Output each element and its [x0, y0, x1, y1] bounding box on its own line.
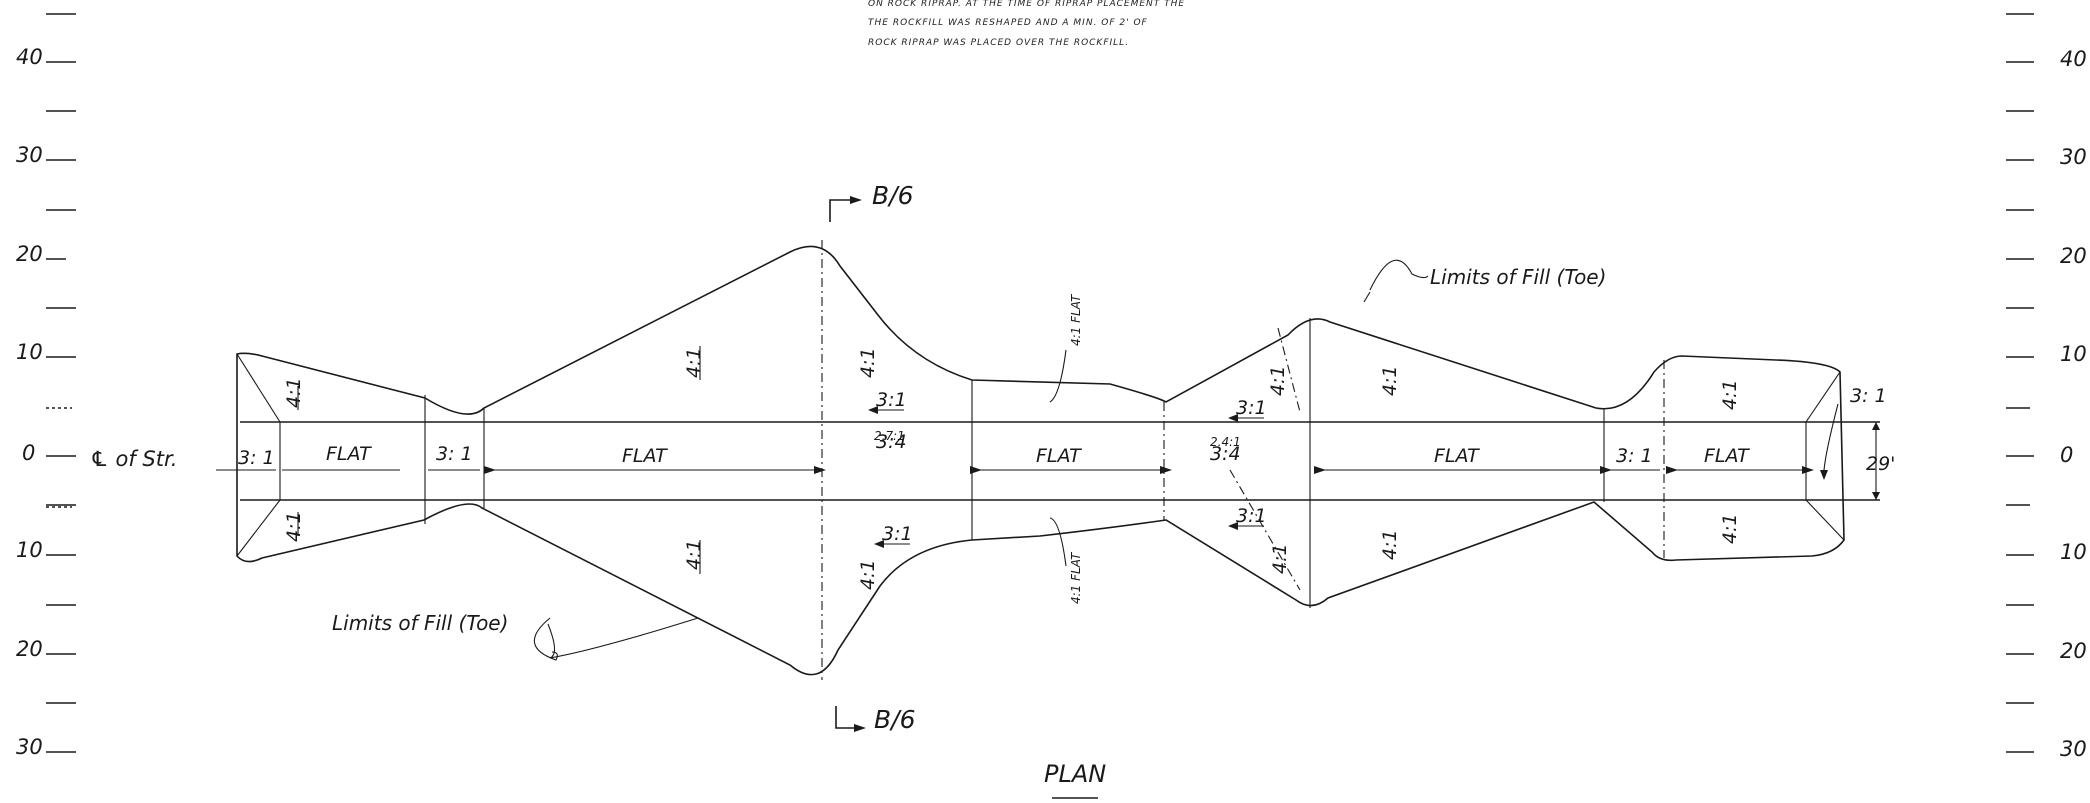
- left-scale-label-20: 20: [16, 242, 43, 266]
- slope-41-k: 4:1: [1719, 379, 1741, 410]
- note-line-3: ROCK RIPRAP WAS PLACED OVER THE ROCKFILL…: [868, 38, 1129, 48]
- right-scale-label-10: 10: [2060, 342, 2087, 366]
- section-label-bottom: B/6: [874, 705, 915, 734]
- note-line-2: THE ROCKFILL WAS RESHAPED AND A MIN. OF …: [868, 18, 1148, 28]
- slope-41-d: 4:1: [683, 539, 705, 570]
- note-line-1: ON ROCK RIPRAP. AT THE TIME OF RIPRAP PL…: [868, 0, 1185, 9]
- left-scale-label-30: 30: [16, 143, 43, 167]
- plan-title: PLAN: [1044, 760, 1106, 799]
- slope-label-34b: 3:4: [1210, 443, 1241, 465]
- slope-41-j: 4:1: [1269, 543, 1291, 574]
- flat-label-2: FLAT: [622, 445, 668, 467]
- left-scale-label-0: 0: [22, 441, 35, 465]
- slope-label-31-bottom-2: 3:1: [1236, 505, 1267, 527]
- section-label-top: B/6: [872, 181, 913, 210]
- slope-41-l: 4:1: [1719, 513, 1741, 544]
- left-scale-label-10: 10: [16, 340, 43, 364]
- slope-label-34: 3:4: [876, 431, 907, 453]
- left-scale: 40 30 20 10 0 10 20 30: [16, 13, 76, 759]
- left-scale-label-40: 40: [16, 45, 43, 69]
- slope-41-e: 4:1: [857, 347, 879, 378]
- section-mark-bottom: B/6: [835, 705, 915, 734]
- slope-41-i: 4:1: [1379, 529, 1401, 560]
- section-mark-top: B/6: [829, 181, 913, 222]
- right-scale-label-30: 30: [2060, 145, 2087, 169]
- centerline-label: ℄ of Str.: [90, 447, 177, 471]
- slope-41-c: 4:1: [683, 347, 705, 378]
- slope-41-h: 4:1: [1379, 365, 1401, 396]
- flat-label-3: FLAT: [1036, 445, 1082, 467]
- fill-limit-outline: [236, 245, 1845, 676]
- limits-label-top: Limits of Fill (Toe): [1430, 265, 1606, 289]
- right-scale-label-30b: 30: [2060, 737, 2087, 761]
- slope-41flat-bottom: 4:1 FLAT: [1069, 551, 1083, 604]
- right-scale: 40 30 20 10 0 10 20 30: [2006, 13, 2087, 761]
- right-scale-label-10b: 10: [2060, 540, 2087, 564]
- dimension-29: 29': [1820, 403, 1895, 500]
- slope-arrows: [297, 346, 1264, 574]
- slope-41-a: 4:1: [283, 377, 305, 408]
- slope-label-2711: 2.7:1: [874, 429, 905, 443]
- slope-41-b: 4:1: [283, 511, 305, 542]
- left-scale-label-30b: 30: [16, 735, 43, 759]
- right-scale-label-40: 40: [2060, 47, 2087, 71]
- slope-label-left-end: 3: 1: [238, 447, 275, 469]
- slope-label-right-end: 3: 1: [1850, 385, 1887, 407]
- limits-label-bottom: Limits of Fill (Toe): [332, 611, 508, 635]
- slope-label-31-top-2: 3:1: [1236, 397, 1267, 419]
- slope-41-f: 4:1: [857, 559, 879, 590]
- slope-label-2: 3: 1: [436, 443, 473, 465]
- limits-bottom: Limits of Fill (Toe): [332, 611, 699, 661]
- right-scale-label-20: 20: [2060, 244, 2087, 268]
- dimension-arrows: [216, 466, 1814, 474]
- flat-label-1: FLAT: [326, 443, 372, 465]
- left-scale-label-10b: 10: [16, 538, 43, 562]
- slope-label-31-top: 3:1: [876, 389, 907, 411]
- dimension-29-label: 29': [1866, 453, 1895, 475]
- slope-label-3: 3: 1: [1616, 445, 1653, 467]
- limits-top: Limits of Fill (Toe): [1363, 259, 1606, 303]
- top-notes: ON ROCK RIPRAP. AT THE TIME OF RIPRAP PL…: [868, 0, 1185, 48]
- slope-41flat-top: 4:1 FLAT: [1069, 293, 1083, 346]
- right-scale-label-0: 0: [2060, 443, 2073, 467]
- flat-label-4: FLAT: [1434, 445, 1480, 467]
- slope-label-31-bottom: 3:1: [882, 523, 913, 545]
- flat-label-5: FLAT: [1704, 445, 1750, 467]
- right-scale-label-20b: 20: [2060, 639, 2087, 663]
- slope-41-g: 4:1: [1267, 365, 1289, 396]
- slope-label-241: 2.4:1: [1210, 435, 1241, 449]
- left-scale-label-20b: 20: [16, 637, 43, 661]
- plan-title-label: PLAN: [1044, 760, 1106, 788]
